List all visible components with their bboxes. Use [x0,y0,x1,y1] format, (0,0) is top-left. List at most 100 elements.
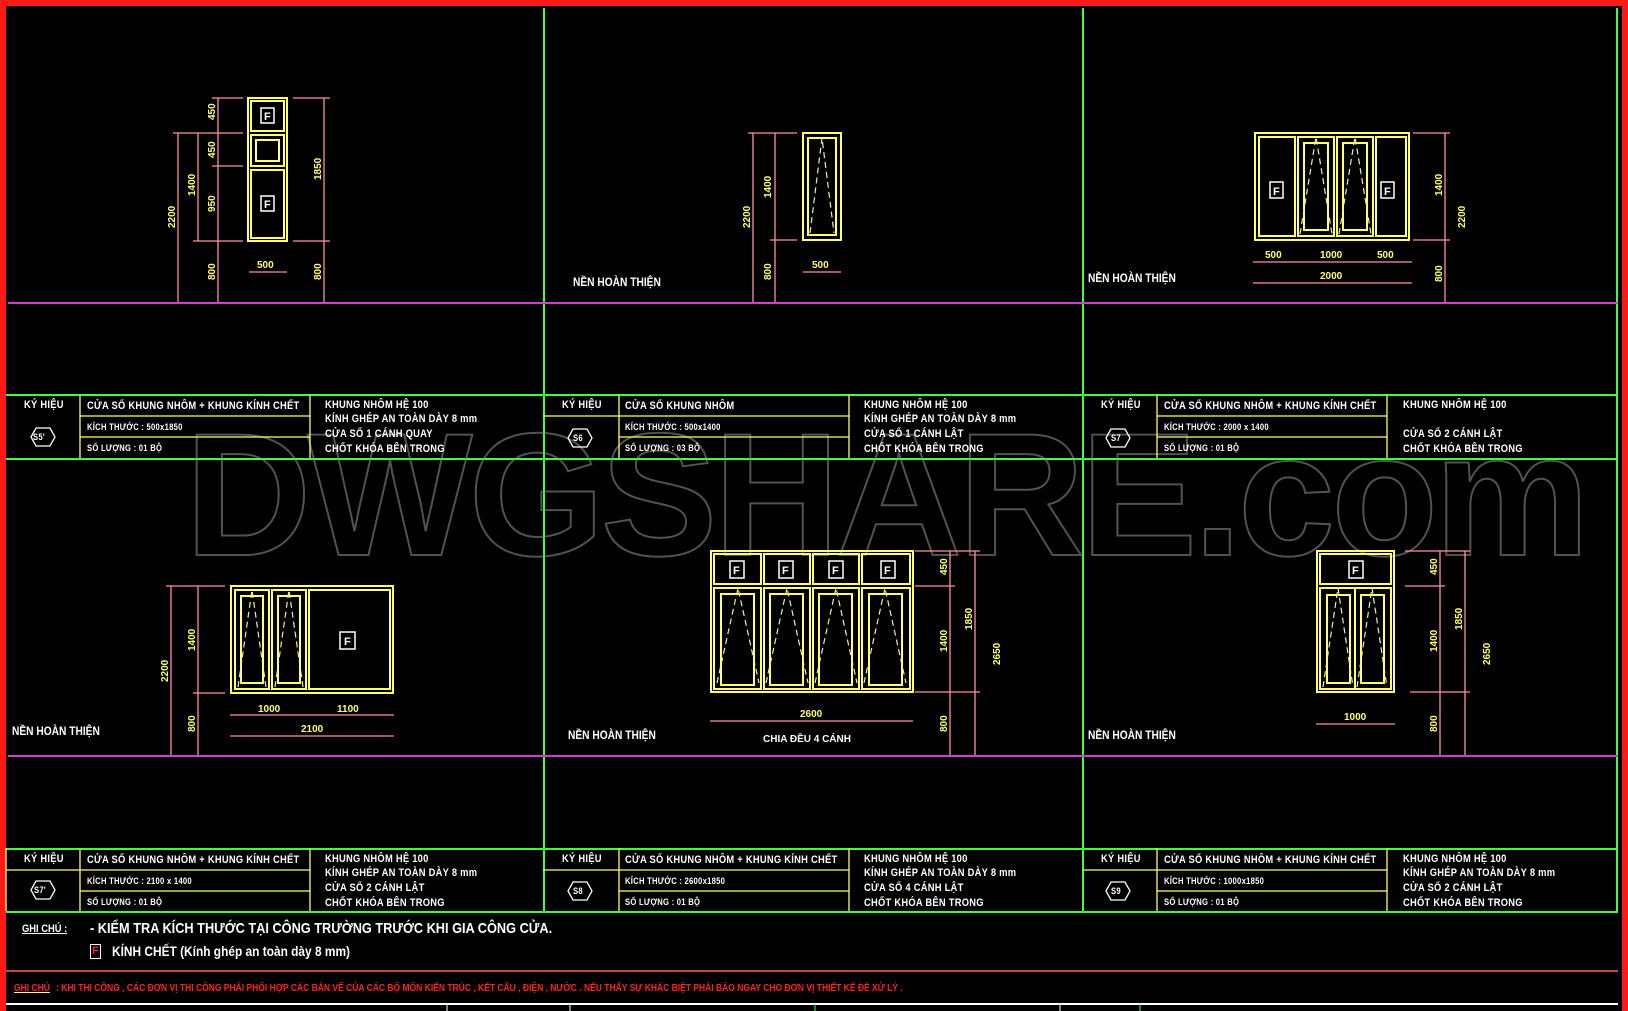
floor-label-s9: NỀN HOÀN THIỆN [1088,728,1176,742]
svg-text:800: 800 [1429,715,1440,732]
s9-size: KÍCH THƯỚC : 1000x1850 [1164,876,1265,886]
s9-spec-1: KHUNG NHÔM HỆ 100 [1403,853,1507,865]
s7-spec-1: KHUNG NHÔM HỆ 100 [1403,399,1507,411]
s9-spec-3: CỬA SỔ 2 CÁNH LẬT [1403,882,1503,894]
notes-line-2: KÍNH CHẾT (Kính ghép an toàn dày 8 mm) [112,943,351,959]
grid-divider-h3 [6,848,1618,850]
s5p-quantity: SỐ LƯỢNG : 01 BỘ [87,443,163,453]
s7p-quantity: SỐ LƯỢNG : 01 BỘ [87,897,163,907]
grid-divider-right [1616,8,1618,911]
s6-symbol-id: S6 [573,433,583,443]
s5p-symbol-id: S5' [33,432,45,442]
s5p-spec-4: CHỐT KHÓA BÊN TRONG [325,443,445,455]
svg-text:F: F [884,565,891,577]
s7p-spec-4: CHỐT KHÓA BÊN TRONG [325,897,445,909]
svg-text:F: F [733,565,740,577]
red-note-text: : KHI THI CÔNG , CÁC ĐƠN VỊ THI CÔNG PHẢ… [56,983,903,994]
svg-text:800: 800 [207,263,218,280]
svg-text:1000: 1000 [1344,712,1367,723]
s5p-symbol-header: KÝ HIỆU [24,399,64,411]
s8-quantity: SỐ LƯỢNG : 01 BỘ [625,897,701,907]
notes-label: GHI CHÚ : [22,923,68,935]
floor-line-top [8,302,1618,304]
grid-divider-h1 [6,394,1618,396]
s7-symbol-header: KÝ HIỆU [1101,399,1141,411]
svg-text:F: F [1273,186,1280,198]
svg-text:F: F [782,565,789,577]
hex-symbol-s5p [30,427,56,447]
s6-size: KÍCH THƯỚC : 500x1400 [625,422,721,432]
svg-text:800: 800 [1434,265,1445,282]
s8-size: KÍCH THƯỚC : 2600x1850 [625,876,726,886]
svg-text:1850: 1850 [1454,607,1465,630]
s7-spec-3: CỬA SỔ 2 CÁNH LẬT [1403,428,1503,440]
svg-text:F: F [1384,186,1391,198]
s7p-symbol-header: KÝ HIỆU [24,853,64,865]
notes-line-1: - KIỂM TRA KÍCH THƯỚC TẠI CÔNG TRƯỜNG TR… [90,920,553,937]
svg-text:F: F [1352,565,1359,577]
svg-text:F: F [264,199,271,211]
s8-spec-4: CHỐT KHÓA BÊN TRONG [864,897,984,909]
s7p-symbol-id: S7' [34,885,46,895]
hex-symbol-s8 [567,881,593,901]
hex-symbol-s9 [1105,881,1131,901]
s7-symbol-id: S7 [1111,433,1121,443]
red-note-label: GHI CHÚ [14,983,50,994]
floor-label-s6: NỀN HOÀN THIỆN [573,275,661,289]
svg-text:450: 450 [1429,558,1440,575]
s5p-spec-2: KÍNH GHÉP AN TOÀN DÀY 8 mm [325,413,478,425]
s6-spec-2: KÍNH GHÉP AN TOÀN DÀY 8 mm [864,413,1017,425]
s5p-spec-1: KHUNG NHÔM HỆ 100 [325,399,429,411]
svg-text:450: 450 [939,558,950,575]
svg-text:1400: 1400 [1429,629,1440,652]
s7p-title: CỬA SỔ KHUNG NHÔM + KHUNG KÍNH CHẾT [87,854,300,866]
s9-symbol-id: S9 [1111,886,1121,896]
floor-label-s7p: NỀN HOÀN THIỆN [12,724,100,738]
svg-text:1400: 1400 [1434,173,1445,196]
svg-text:1400: 1400 [187,628,198,651]
s7p-size: KÍCH THƯỚC : 2100 x 1400 [87,876,192,886]
floor-label-s8: NỀN HOÀN THIỆN [568,728,656,742]
svg-text:2200: 2200 [742,205,753,228]
svg-text:2650: 2650 [1482,642,1493,665]
s7-size: KÍCH THƯỚC : 2000 x 1400 [1164,422,1269,432]
svg-text:1850: 1850 [313,157,324,180]
hex-symbol-s6 [567,428,593,448]
svg-text:950: 950 [207,195,218,212]
svg-text:2650: 2650 [992,642,1003,665]
fixed-glass-legend-icon: F [90,944,101,959]
svg-text:500: 500 [1265,250,1282,261]
floor-label-s7: NỀN HOÀN THIỆN [1088,271,1176,285]
floor-line-bottom [8,755,1618,757]
svg-text:2600: 2600 [800,709,823,720]
drawing-s5p: F F 500 450 450 950 1400 2200 800 1850 8… [167,97,330,302]
svg-text:F: F [344,636,351,648]
svg-text:2200: 2200 [1457,205,1468,228]
svg-text:2200: 2200 [160,659,171,682]
s6-title: CỬA SỔ KHUNG NHÔM [625,400,735,412]
drawing-s6: 500 1400 2200 800 [742,132,842,302]
s8-spec-3: CỬA SỔ 4 CÁNH LẬT [864,882,964,894]
svg-text:800: 800 [939,715,950,732]
s7p-spec-1: KHUNG NHÔM HỆ 100 [325,853,429,865]
svg-text:800: 800 [313,263,324,280]
s7p-spec-3: CỬA SỔ 2 CÁNH LẬT [325,882,425,894]
svg-text:450: 450 [207,103,218,120]
s5p-spec-3: CỬA SỔ 1 CÁNH QUAY [325,428,433,440]
s9-title: CỬA SỔ KHUNG NHÔM + KHUNG KÍNH CHẾT [1164,854,1377,866]
s8-spec-2: KÍNH GHÉP AN TOÀN DÀY 8 mm [864,867,1017,879]
svg-text:1400: 1400 [763,175,774,198]
s7p-spec-2: KÍNH GHÉP AN TOÀN DÀY 8 mm [325,867,478,879]
svg-text:1400: 1400 [939,629,950,652]
s5p-size: KÍCH THƯỚC : 500x1850 [87,422,183,432]
hex-symbol-s7 [1105,428,1131,448]
s8-symbol-id: S8 [573,886,583,896]
svg-text:2000: 2000 [1320,271,1343,282]
hex-symbol-s7p [30,880,56,900]
s9-spec-4: CHỐT KHÓA BÊN TRONG [1403,897,1523,909]
s8-title: CỬA SỔ KHUNG NHÔM + KHUNG KÍNH CHẾT [625,854,838,866]
